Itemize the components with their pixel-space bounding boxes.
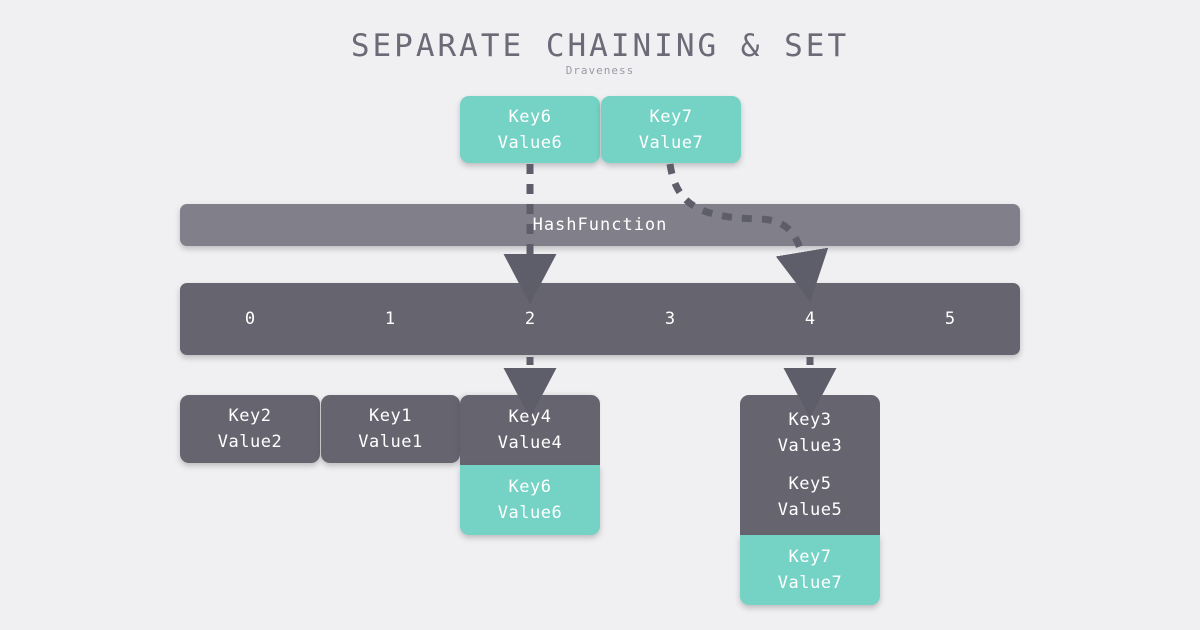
chain-4-entry-key7: Key7 Value7 xyxy=(740,535,880,605)
entry-value: Value2 xyxy=(217,432,283,452)
hash-function-label: HashFunction xyxy=(532,215,668,235)
entry-value: Value7 xyxy=(777,573,843,593)
entry-value: Value6 xyxy=(497,132,563,153)
entry-key: Key7 xyxy=(649,106,693,127)
entry-value: Value7 xyxy=(638,132,704,153)
entry-value: Value4 xyxy=(497,433,563,453)
incoming-entry-key6: Key6 Value6 xyxy=(460,96,600,163)
entry-value: Value1 xyxy=(358,432,423,452)
chain-0-entry-key2: Key2 Value2 xyxy=(180,395,320,463)
entry-key: Key3 xyxy=(788,410,832,430)
bucket-slot-4: 4 xyxy=(804,309,816,329)
page-title: SEPARATE CHAINING & SET xyxy=(350,28,850,64)
entry-key: Key4 xyxy=(508,407,552,427)
chain-1-entry-key1: Key1 Value1 xyxy=(321,395,460,463)
incoming-entry-key7: Key7 Value7 xyxy=(601,96,741,163)
chain-2-entry-key6: Key6 Value6 xyxy=(460,465,600,535)
entry-value: Value5 xyxy=(777,500,843,520)
chain-2-entry-key4: Key4 Value4 xyxy=(460,395,600,465)
bucket-slot-3: 3 xyxy=(664,309,676,329)
entry-key: Key2 xyxy=(228,406,272,426)
entry-key: Key5 xyxy=(788,474,832,494)
page-subtitle: Draveness xyxy=(565,64,635,77)
entry-value: Value3 xyxy=(777,436,843,456)
chain-4-entries-key3-key5: Key3 Value3 Key5 Value5 xyxy=(740,395,880,535)
bucket-slot-1: 1 xyxy=(384,309,396,329)
entry-key: Key1 xyxy=(369,406,412,426)
chain-4-entry-key5: Key5 Value5 xyxy=(778,471,842,523)
hash-function-bar: HashFunction xyxy=(180,204,1020,246)
entry-key: Key6 xyxy=(508,106,552,127)
bucket-slot-5: 5 xyxy=(944,309,956,329)
entry-key: Key6 xyxy=(508,477,552,497)
chain-4-entry-key3: Key3 Value3 xyxy=(778,407,842,459)
bucket-array: 0 1 2 3 4 5 xyxy=(180,283,1020,355)
entry-value: Value6 xyxy=(497,503,563,523)
bucket-slot-0: 0 xyxy=(244,309,256,329)
bucket-slot-2: 2 xyxy=(524,309,536,329)
entry-key: Key7 xyxy=(788,547,832,567)
